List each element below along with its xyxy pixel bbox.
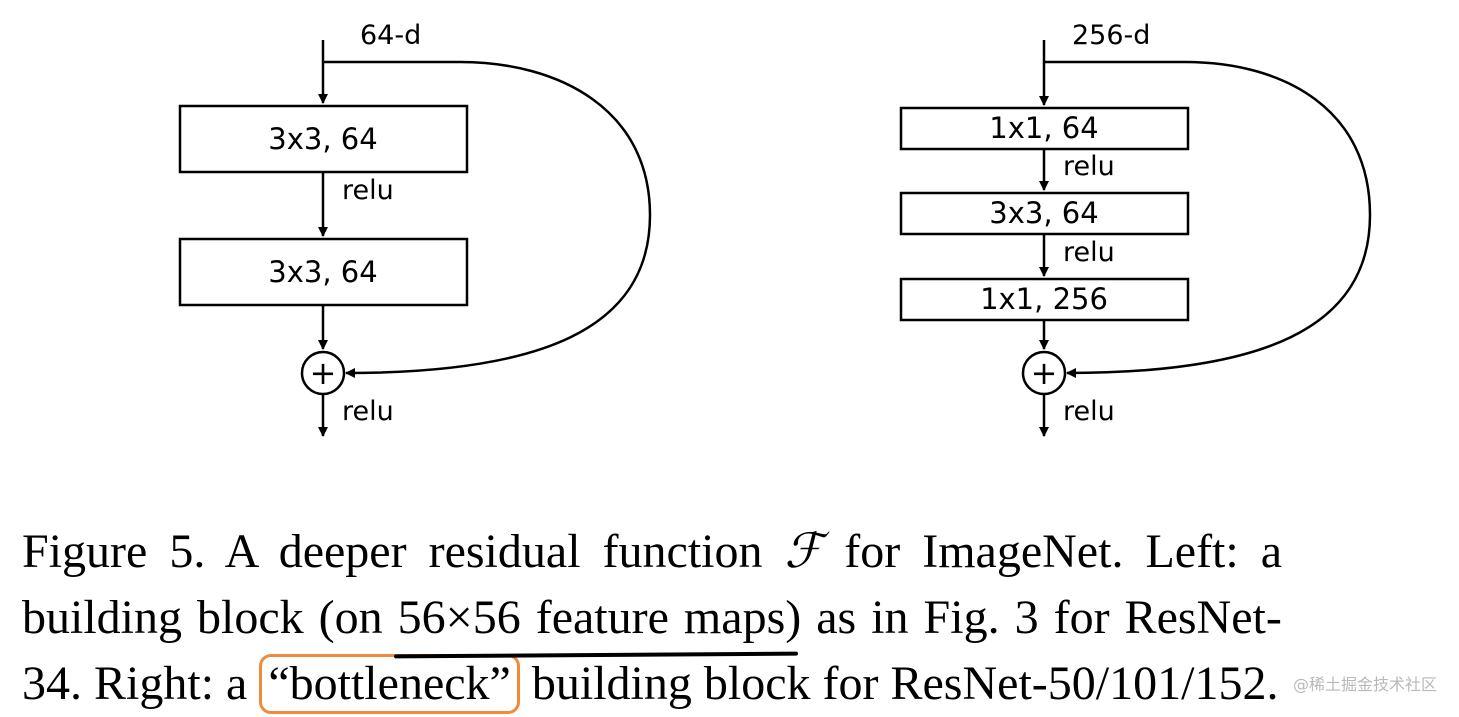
watermark: @稀土掘金技术社区 [1292, 675, 1437, 694]
right-layer-2 [899, 191, 1190, 236]
right-plus-symbol: + [1031, 354, 1058, 392]
right-layer-3-label: 1x1, 256 [980, 282, 1108, 316]
right-bottleneck-block: 256-d 1x1, 64 relu 3x3, 64 relu 1x1, 256… [899, 20, 1372, 437]
left-output-relu: relu [342, 396, 394, 427]
left-input-label: 64-d [360, 20, 421, 51]
right-layer-1-label: 1x1, 64 [989, 111, 1098, 145]
left-layer-1-label: 3x3, 64 [268, 122, 377, 156]
caption-line-2: building block (on 56×56 feature maps) a… [22, 585, 1440, 651]
caption-text-3a: 34. Right: a [22, 657, 248, 710]
caption-text-2b: ) as in Fig. 3 for ResNet- [785, 591, 1282, 644]
left-layer-2 [178, 237, 469, 307]
caption-text-1b: for ImageNet. Left: a [844, 525, 1283, 578]
caption-text-1a: Figure 5. A deeper residual function [22, 525, 763, 578]
left-shortcut-connection [323, 60, 652, 378]
right-layer-3 [899, 277, 1190, 322]
left-relu-1: relu [342, 175, 394, 206]
residual-blocks-diagram: 64-d 3x3, 64 relu 3x3, 64 + relu 256-d 1… [178, 20, 1372, 437]
caption-underlined-phrase: 56×56 feature maps [398, 585, 786, 651]
caption-math-symbol: ℱ [784, 523, 823, 579]
left-layer-2-label: 3x3, 64 [268, 255, 377, 289]
right-relu-1: relu [1063, 151, 1115, 182]
caption-text-2a: building block (on [22, 591, 383, 644]
right-relu-2: relu [1063, 237, 1115, 268]
right-shortcut-connection [1044, 60, 1372, 378]
right-input-label: 256-d [1072, 20, 1150, 51]
figure-caption: Figure 5. A deeper residual function ℱ f… [22, 518, 1440, 717]
right-layer-2-label: 3x3, 64 [989, 196, 1098, 230]
left-building-block: 64-d 3x3, 64 relu 3x3, 64 + relu [178, 20, 652, 437]
caption-line-1: Figure 5. A deeper residual function ℱ f… [22, 518, 1440, 585]
caption-line-3: 34. Right: a “bottleneck” building block… [22, 651, 1440, 717]
caption-highlighted-bottleneck: “bottleneck” [259, 654, 520, 714]
right-output-relu: relu [1063, 396, 1115, 427]
caption-text-3b: building block for ResNet-50/101/152. [531, 657, 1279, 710]
left-plus-symbol: + [310, 354, 337, 392]
